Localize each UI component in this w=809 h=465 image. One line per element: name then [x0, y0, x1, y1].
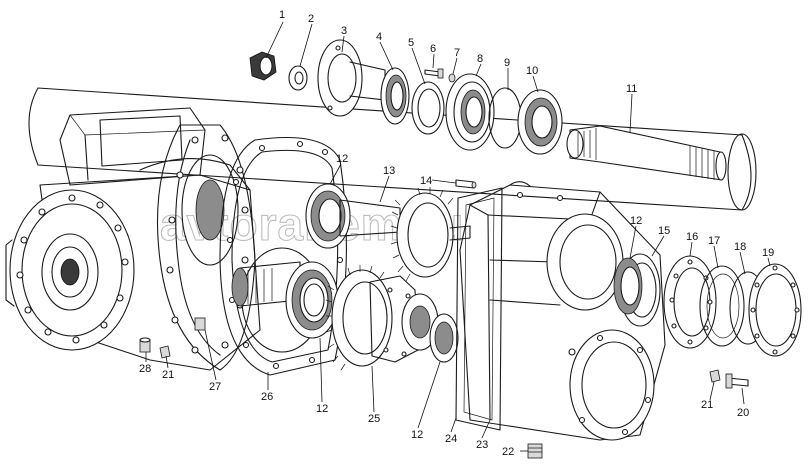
- callout-27: 27: [209, 381, 221, 393]
- callout-labels: 1 2 3 4 5 6 7 8 9 10 11 12 12 12 12 13 1…: [139, 9, 774, 458]
- callout-18: 18: [734, 241, 746, 253]
- callout-4: 4: [376, 31, 382, 43]
- callout-19: 19: [762, 247, 774, 259]
- leader-lines: [145, 21, 771, 452]
- background-shaft-tube: [28, 87, 757, 211]
- callout-2: 2: [308, 13, 314, 25]
- seal-part-16: [663, 255, 717, 349]
- plug-part-22: [527, 443, 543, 459]
- callout-8: 8: [477, 53, 483, 65]
- gasket-part-24: [455, 187, 503, 431]
- callout-16: 16: [686, 231, 698, 243]
- callout-26: 26: [261, 391, 273, 403]
- washer-part-2: [288, 65, 308, 91]
- pin-part-14: [455, 179, 477, 189]
- bolt-part-28: [139, 337, 151, 353]
- bearing-cover-part-8: [445, 73, 495, 151]
- callout-25: 25: [368, 413, 380, 425]
- washer-part-21-right: [709, 369, 721, 383]
- callout-12-bottom-mid: 12: [411, 429, 423, 441]
- callout-17: 17: [708, 235, 720, 247]
- callout-21-left: 21: [162, 369, 174, 381]
- bearing-part-12-lower-right: [429, 313, 459, 363]
- callout-28: 28: [139, 363, 151, 375]
- callout-1: 1: [279, 9, 285, 21]
- callout-11: 11: [626, 83, 637, 95]
- ring-part-5: [411, 81, 445, 135]
- callout-5: 5: [408, 37, 414, 49]
- callout-12-top: 12: [336, 153, 348, 165]
- callout-9: 9: [504, 57, 510, 69]
- gear-cluster-part-25: [325, 265, 439, 371]
- washer-part-7: [448, 73, 456, 83]
- callout-23: 23: [476, 439, 488, 451]
- callout-14: 14: [420, 175, 432, 187]
- bearing-part-12-lower-left: [285, 261, 339, 339]
- bearing-part-12-right: [613, 257, 643, 315]
- bolt-part-6: [424, 68, 444, 79]
- flange-part-3: [317, 39, 386, 117]
- callout-13: 13: [383, 165, 395, 177]
- bolt-part-20: [725, 373, 749, 389]
- callout-20: 20: [737, 407, 749, 419]
- callout-24: 24: [445, 433, 457, 445]
- left-end-flange: [5, 189, 135, 351]
- callout-12-bottom-left: 12: [316, 403, 328, 415]
- seal-part-4: [380, 67, 410, 125]
- ring-part-17: [699, 265, 745, 347]
- callout-21-right: 21: [701, 399, 713, 411]
- callout-7: 7: [454, 47, 460, 59]
- nut-part-1: [249, 51, 277, 81]
- callout-6: 6: [430, 43, 436, 55]
- right-housing-part-23: [459, 181, 666, 441]
- callout-22: 22: [502, 446, 514, 458]
- washer-part-21-left: [159, 345, 171, 359]
- cover-part-19: [748, 263, 802, 357]
- callout-3: 3: [341, 25, 347, 37]
- callout-12-right: 12: [630, 215, 642, 227]
- gear-shaft-part-13: [305, 183, 471, 282]
- bearing-part-10: [517, 89, 563, 155]
- callout-10: 10: [526, 65, 538, 77]
- callout-15: 15: [658, 225, 670, 237]
- output-shaft-part-11: [566, 125, 727, 181]
